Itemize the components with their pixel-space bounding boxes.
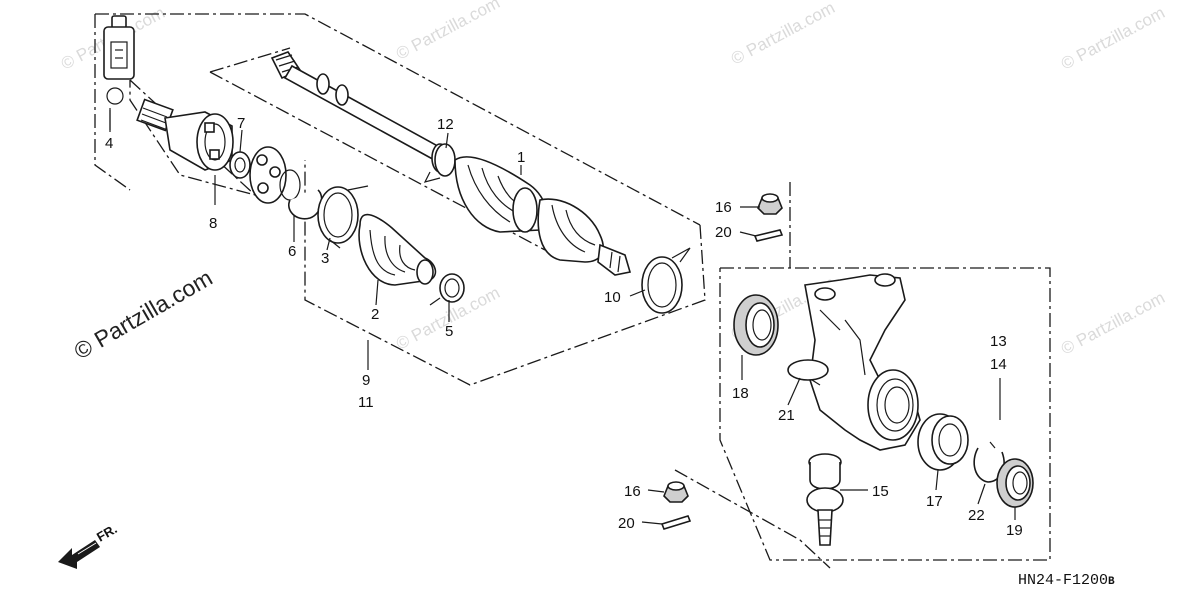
callout-20-bottom: 20 [618,515,635,532]
watermark-main: © Partzilla.com [70,264,217,364]
callout-12: 12 [437,116,454,133]
callout-1: 1 [517,149,525,166]
callout-10: 10 [604,289,621,306]
snap-ring-21 [787,359,829,386]
callout-21: 21 [778,407,795,424]
callout-3: 3 [321,250,329,267]
callout-15: 15 [872,483,889,500]
callout-2: 2 [371,306,379,323]
watermark-3: © Partzilla.com [728,0,838,69]
callout-14: 14 [990,356,1007,373]
callout-4: 4 [105,135,113,152]
circlip-6 [288,189,323,220]
callout-7: 7 [237,115,245,132]
boot-band-3 [317,185,369,249]
castle-nut-16-top [757,193,783,215]
callout-16-bottom: 16 [624,483,641,500]
callout-18: 18 [732,385,749,402]
boot-1 [454,156,632,276]
callout-5: 5 [445,323,453,340]
boot-band-10 [641,247,691,314]
boot-band-12 [423,143,456,183]
assembly-outline-knuckle [674,182,1051,569]
front-arrow-icon [58,540,100,569]
diagram-code-suffix: B [1108,576,1115,588]
diagram-code: HN24-F1200B [1018,572,1115,589]
watermark-7: © Partzilla.com [1058,288,1168,359]
assembly-outline-driveshaft [94,13,706,386]
callout-17: 17 [926,493,943,510]
grease-tube-icon [103,15,135,130]
inner-race-cage [249,146,301,204]
bearing-17 [917,413,969,471]
callout-13: 13 [990,333,1007,350]
callout-11: 11 [358,394,374,411]
watermark-2: © Partzilla.com [393,0,503,64]
callout-6: 6 [288,243,296,260]
boot-2 [358,213,437,286]
callout-20-top: 20 [715,224,732,241]
castle-nut-16-bottom [663,481,689,503]
drive-shaft [270,51,449,173]
watermark-4: © Partzilla.com [1058,3,1168,74]
callout-16-top: 16 [715,199,732,216]
knuckle [804,273,921,451]
callout-19: 19 [1006,522,1023,539]
front-label: FR. [94,521,120,544]
callout-22: 22 [968,507,985,524]
ball-joint-15 [806,453,844,546]
outboard-cv-joint [136,98,234,171]
oil-seal-19 [996,458,1034,508]
boot-band-5 [429,273,465,306]
leader-lines [109,110,1016,525]
snap-ring-7 [229,151,251,179]
callout-9: 9 [362,372,370,389]
cotter-pin-20-bottom [660,515,692,530]
oil-seal-18 [733,294,779,356]
cotter-pin-20-top [753,229,784,242]
callout-8: 8 [209,215,217,232]
